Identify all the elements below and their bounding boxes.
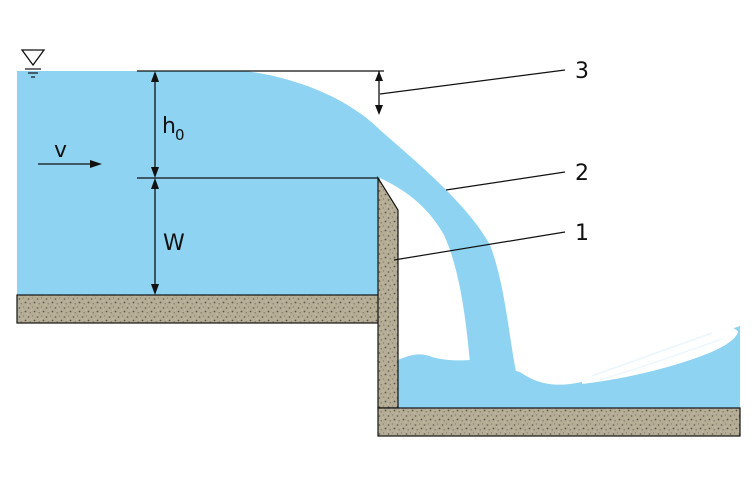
- foam-streak: [591, 332, 713, 377]
- upstream-channel-bed: [16, 294, 381, 324]
- velocity-label: v: [54, 138, 67, 163]
- water-surface-triangle-icon: [20, 49, 46, 78]
- head-dimension-arrow: [151, 71, 159, 178]
- foam-streak: [599, 338, 723, 381]
- leader-line-3: [379, 69, 566, 95]
- callout-label-1: 1: [575, 221, 589, 246]
- leader-line-1: [393, 231, 566, 261]
- downstream-channel-bed: [377, 407, 741, 437]
- leader-line-2: [445, 171, 566, 191]
- foam-patch: [582, 327, 738, 384]
- downstream-pool: [398, 326, 740, 408]
- nappe-depth-dimension: [375, 71, 383, 115]
- callout-label-2: 2: [575, 161, 589, 186]
- velocity-arrow: [38, 160, 102, 168]
- callout-label-3: 3: [575, 59, 589, 84]
- upstream-water: [17, 71, 516, 372]
- weir-height-dimension-arrow: [151, 178, 159, 295]
- weir-wall: [377, 175, 399, 409]
- weir-height-label: W: [163, 231, 185, 256]
- head-subscript-label: 0: [175, 126, 185, 144]
- head-label: h: [162, 114, 176, 139]
